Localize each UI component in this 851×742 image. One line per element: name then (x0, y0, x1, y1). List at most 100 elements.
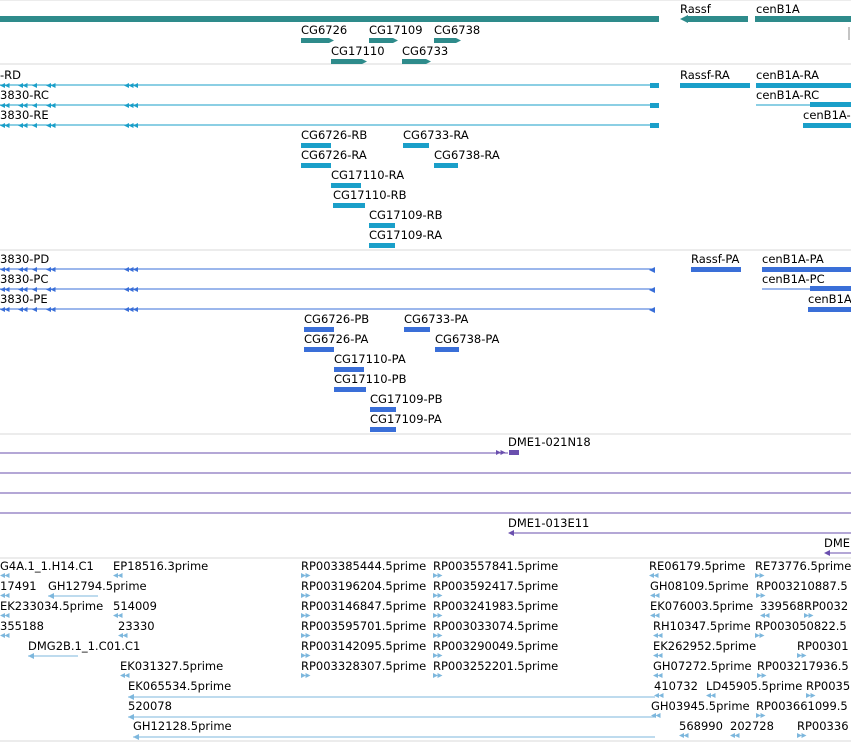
strand-arrow-right (809, 267, 814, 272)
strand-arrow-right (439, 347, 445, 352)
strand-arrow-right (804, 83, 810, 88)
strand-arrow-right (343, 387, 348, 392)
strand-arrow-left (113, 573, 118, 578)
strand-arrow-left (706, 693, 711, 698)
est-label: RE73776.5prime (755, 559, 851, 573)
strand-arrow-left (22, 103, 28, 108)
strand-arrow-right (760, 593, 766, 598)
exon-block (680, 83, 750, 88)
strand-arrow-right (433, 653, 438, 658)
strand-arrow-left (133, 103, 138, 108)
est-label: 355188 (0, 619, 44, 633)
est-label: EK233034.5prime (0, 599, 103, 613)
est-label: 568990 (679, 719, 723, 733)
strand-arrow-right (305, 673, 311, 678)
strand-arrow-right (319, 143, 324, 148)
protein-label: 3830-PD (0, 252, 49, 266)
strand-arrow-left (0, 267, 5, 272)
strand-arrow-left (4, 593, 10, 598)
transcript-label: CG17109-RA (369, 228, 442, 242)
est-label: RP003033074.5prime (433, 619, 558, 633)
strand-arrow-right (369, 243, 374, 248)
strand-arrow-right (356, 367, 362, 372)
strand-arrow-right (334, 387, 339, 392)
exon-block (810, 286, 851, 291)
strand-arrow-right (412, 143, 417, 148)
strand-arrow-left (124, 267, 129, 272)
exon-block (691, 267, 741, 272)
strand-arrow-left (657, 673, 663, 678)
strand-arrow-right (422, 327, 427, 332)
strand-arrow-right (370, 427, 375, 432)
strand-arrow-right (421, 143, 426, 148)
strand-arrow-right (403, 143, 408, 148)
strand-arrow-right (333, 203, 338, 208)
strand-arrow-left (117, 613, 123, 618)
strand-arrow-left (657, 633, 663, 638)
strand-arrow-right (797, 733, 802, 738)
exon-block (650, 103, 659, 108)
strand-arrow-left (683, 733, 689, 738)
strand-arrow-right (387, 223, 392, 228)
protein-label: 3830-PC (0, 272, 48, 286)
est-label: LD45905.5prime (706, 679, 802, 693)
strand-arrow-left (710, 693, 716, 698)
strand-arrow-left (658, 693, 664, 698)
strand-arrow-right (362, 59, 367, 64)
est-label: EK065534.5prime (128, 679, 231, 693)
strand-arrow-right (304, 327, 309, 332)
strand-arrow-right (435, 347, 440, 352)
strand-arrow-right (388, 427, 393, 432)
transcript-label: CG6738-RA (434, 148, 500, 162)
strand-arrow-left (22, 83, 28, 88)
strand-arrow-left (0, 123, 5, 128)
strand-arrow-right (378, 223, 383, 228)
est-label: EP18516.3prime (113, 559, 208, 573)
transcript-label: cenB1A-RA (756, 68, 819, 82)
strand-arrow-left (0, 307, 5, 312)
strand-arrow-left (4, 287, 10, 292)
strand-arrow-left (4, 613, 10, 618)
est-label: GH12128.5prime (133, 719, 232, 733)
strand-arrow-right (448, 347, 454, 352)
protein-label: CG17110-PB (334, 372, 407, 386)
strand-arrow-left (700, 267, 705, 272)
transcript-label: CG17110-RA (331, 168, 404, 182)
strand-arrow-right (804, 267, 810, 272)
strand-arrow-right (806, 693, 811, 698)
strand-arrow-left (50, 83, 56, 88)
strand-arrow-right (313, 327, 318, 332)
gene-label: CG6738 (434, 23, 480, 37)
strand-arrow-left (734, 733, 740, 738)
strand-arrow-right (326, 327, 332, 332)
clone-label: DME1-013E11 (508, 516, 589, 530)
strand-arrow-right (314, 163, 320, 168)
strand-arrow-left (4, 123, 10, 128)
est-label: RH10347.5prime (653, 619, 751, 633)
strand-arrow-right (413, 327, 418, 332)
strand-arrow-left (128, 307, 134, 312)
strand-arrow-right (810, 693, 816, 698)
strand-arrow-right (344, 183, 350, 188)
protein-label: 3830-PE (0, 292, 48, 306)
strand-arrow-left (50, 307, 56, 312)
strand-arrow-right (305, 633, 311, 638)
strand-arrow-left (46, 123, 51, 128)
strand-arrow-left (117, 573, 123, 578)
strand-arrow-right (437, 613, 443, 618)
strand-arrow-left (22, 267, 28, 272)
est-label: 514009 (113, 599, 157, 613)
strand-arrow-left (0, 573, 5, 578)
strand-arrow-left (649, 307, 655, 313)
protein-label: cenB1A-PA (762, 252, 824, 266)
est-label: RP003595701.5prime (301, 619, 426, 633)
gene-label: cenB1A (756, 2, 800, 16)
strand-arrow-right (323, 143, 329, 148)
strand-arrow-left (122, 633, 128, 638)
est-label: GH12794.5prime (48, 579, 147, 593)
est-label: EK262952.5prime (653, 639, 756, 653)
strand-arrow-left (124, 287, 129, 292)
strand-arrow-right (331, 183, 336, 188)
protein-label: CG17109-PA (370, 412, 442, 426)
